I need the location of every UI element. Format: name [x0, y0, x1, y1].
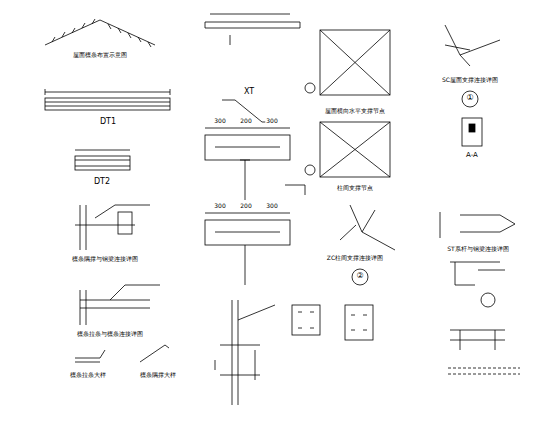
purlin-marks	[52, 19, 151, 47]
web	[215, 232, 280, 285]
cross-brace	[320, 30, 390, 95]
axis-bubble	[305, 83, 315, 93]
beam-body	[75, 156, 130, 170]
drawing-label: A-A	[465, 152, 479, 159]
roof-brace-plan	[305, 30, 390, 95]
drawing-label: DT1	[99, 118, 117, 126]
column	[220, 300, 275, 405]
brace-sketch	[140, 345, 169, 362]
connection-detail-1	[205, 128, 305, 200]
member	[205, 14, 300, 45]
detail-bubble	[352, 269, 368, 285]
drawing-label: 300	[213, 118, 226, 124]
gusset	[340, 205, 395, 250]
knee-brace-detail	[75, 205, 150, 250]
stiffener	[215, 350, 255, 380]
connection-detail-2	[205, 213, 290, 285]
plate	[118, 212, 132, 234]
bolt-circle	[481, 293, 495, 307]
section	[462, 118, 482, 146]
drawing-label: 檩条隅撑与钢梁连接详图	[71, 256, 139, 262]
bolts	[298, 312, 314, 328]
drawing-label: 屋面横向水平支撑节点	[324, 108, 386, 114]
drawing-label: 屋面檩条布置示意图	[72, 52, 128, 58]
roof-purlin-profile	[45, 19, 155, 47]
dims	[205, 213, 290, 214]
drawing-label: 300	[265, 118, 278, 124]
detail-bubble	[462, 91, 478, 107]
beam-body	[45, 98, 170, 110]
drawing-label: 檩条隅撑大样	[139, 372, 177, 378]
beam-dt1	[45, 89, 170, 110]
column-detail	[215, 300, 275, 405]
drawing-label: 柱间支撑节点	[336, 185, 374, 191]
small-details	[75, 345, 169, 362]
dim-line	[45, 89, 170, 95]
tie-rod-detail	[80, 285, 160, 325]
dim-line	[75, 150, 130, 151]
web	[215, 147, 280, 200]
drawing-label: 300	[265, 203, 278, 209]
tie-rod-sketch	[75, 350, 105, 362]
top-member-detail	[205, 14, 300, 45]
gusset	[445, 25, 500, 66]
plate	[292, 305, 320, 335]
drawing-label: 檩条拉条与檩条连接详图	[76, 331, 144, 337]
roof-line	[45, 20, 155, 45]
cross-brace	[320, 122, 390, 177]
bracket	[450, 262, 505, 285]
bay-outline	[320, 30, 390, 95]
bottom-middle-details	[292, 305, 373, 340]
drawing-label: 200	[239, 203, 252, 209]
tube	[440, 212, 515, 238]
leader-lines	[110, 285, 160, 300]
drawing-label: SC屋面支撑连接详图	[441, 77, 499, 83]
small-callout	[285, 185, 305, 195]
axis-bubble	[305, 165, 315, 175]
dims	[205, 128, 290, 129]
drawing-label: XT	[243, 88, 255, 96]
drawing-label: ZC柱间支撑连接详图	[326, 255, 384, 261]
drawing-label: ST系杆与钢梁连接详图	[446, 246, 509, 252]
column-brace-elev	[305, 122, 390, 177]
beam-dt2	[75, 150, 130, 170]
drawing-label: 200	[239, 118, 252, 124]
zc-gusset	[340, 205, 395, 285]
st-detail	[440, 212, 515, 238]
drawing-label: ②	[355, 272, 364, 280]
beam-flange	[45, 102, 170, 106]
bay-outline	[320, 122, 390, 177]
plate	[205, 135, 290, 160]
plate	[205, 220, 290, 245]
bolts	[351, 315, 367, 330]
sc-detail	[445, 25, 500, 107]
beam-flange	[75, 160, 130, 166]
core	[469, 124, 475, 132]
right-bottom-details	[448, 262, 520, 374]
drawing-label: 300	[213, 203, 226, 209]
bolt-row	[448, 368, 520, 374]
drawing-label: 檩条拉条大样	[69, 372, 107, 378]
aa-section	[462, 118, 482, 146]
plate	[450, 330, 505, 350]
drawing-label: ①	[465, 94, 474, 102]
drawing-label: DT2	[93, 178, 111, 186]
plate	[345, 305, 373, 340]
leader-lines	[95, 205, 150, 218]
